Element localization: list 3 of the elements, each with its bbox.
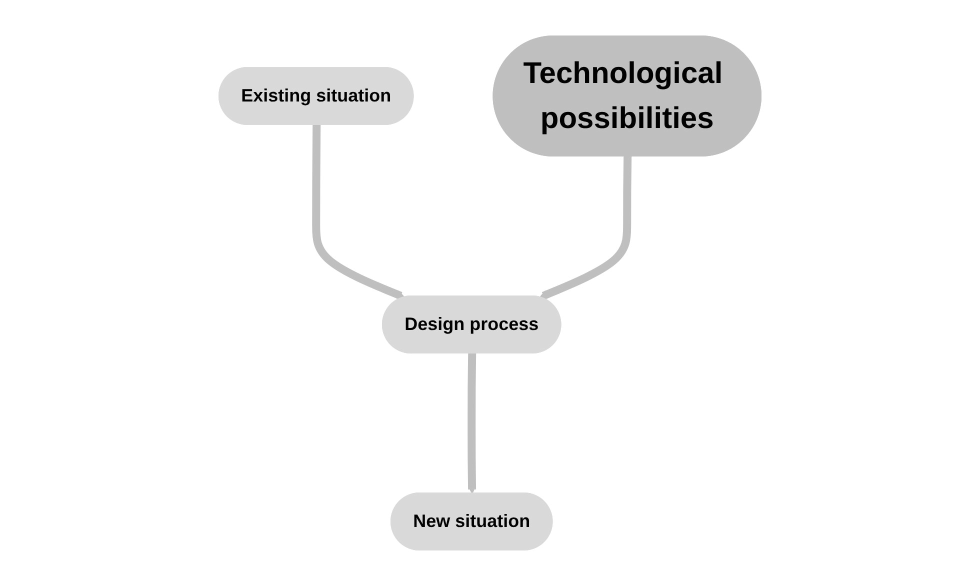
arrow <box>312 124 404 300</box>
arrow <box>538 156 632 300</box>
arrow <box>467 352 476 494</box>
